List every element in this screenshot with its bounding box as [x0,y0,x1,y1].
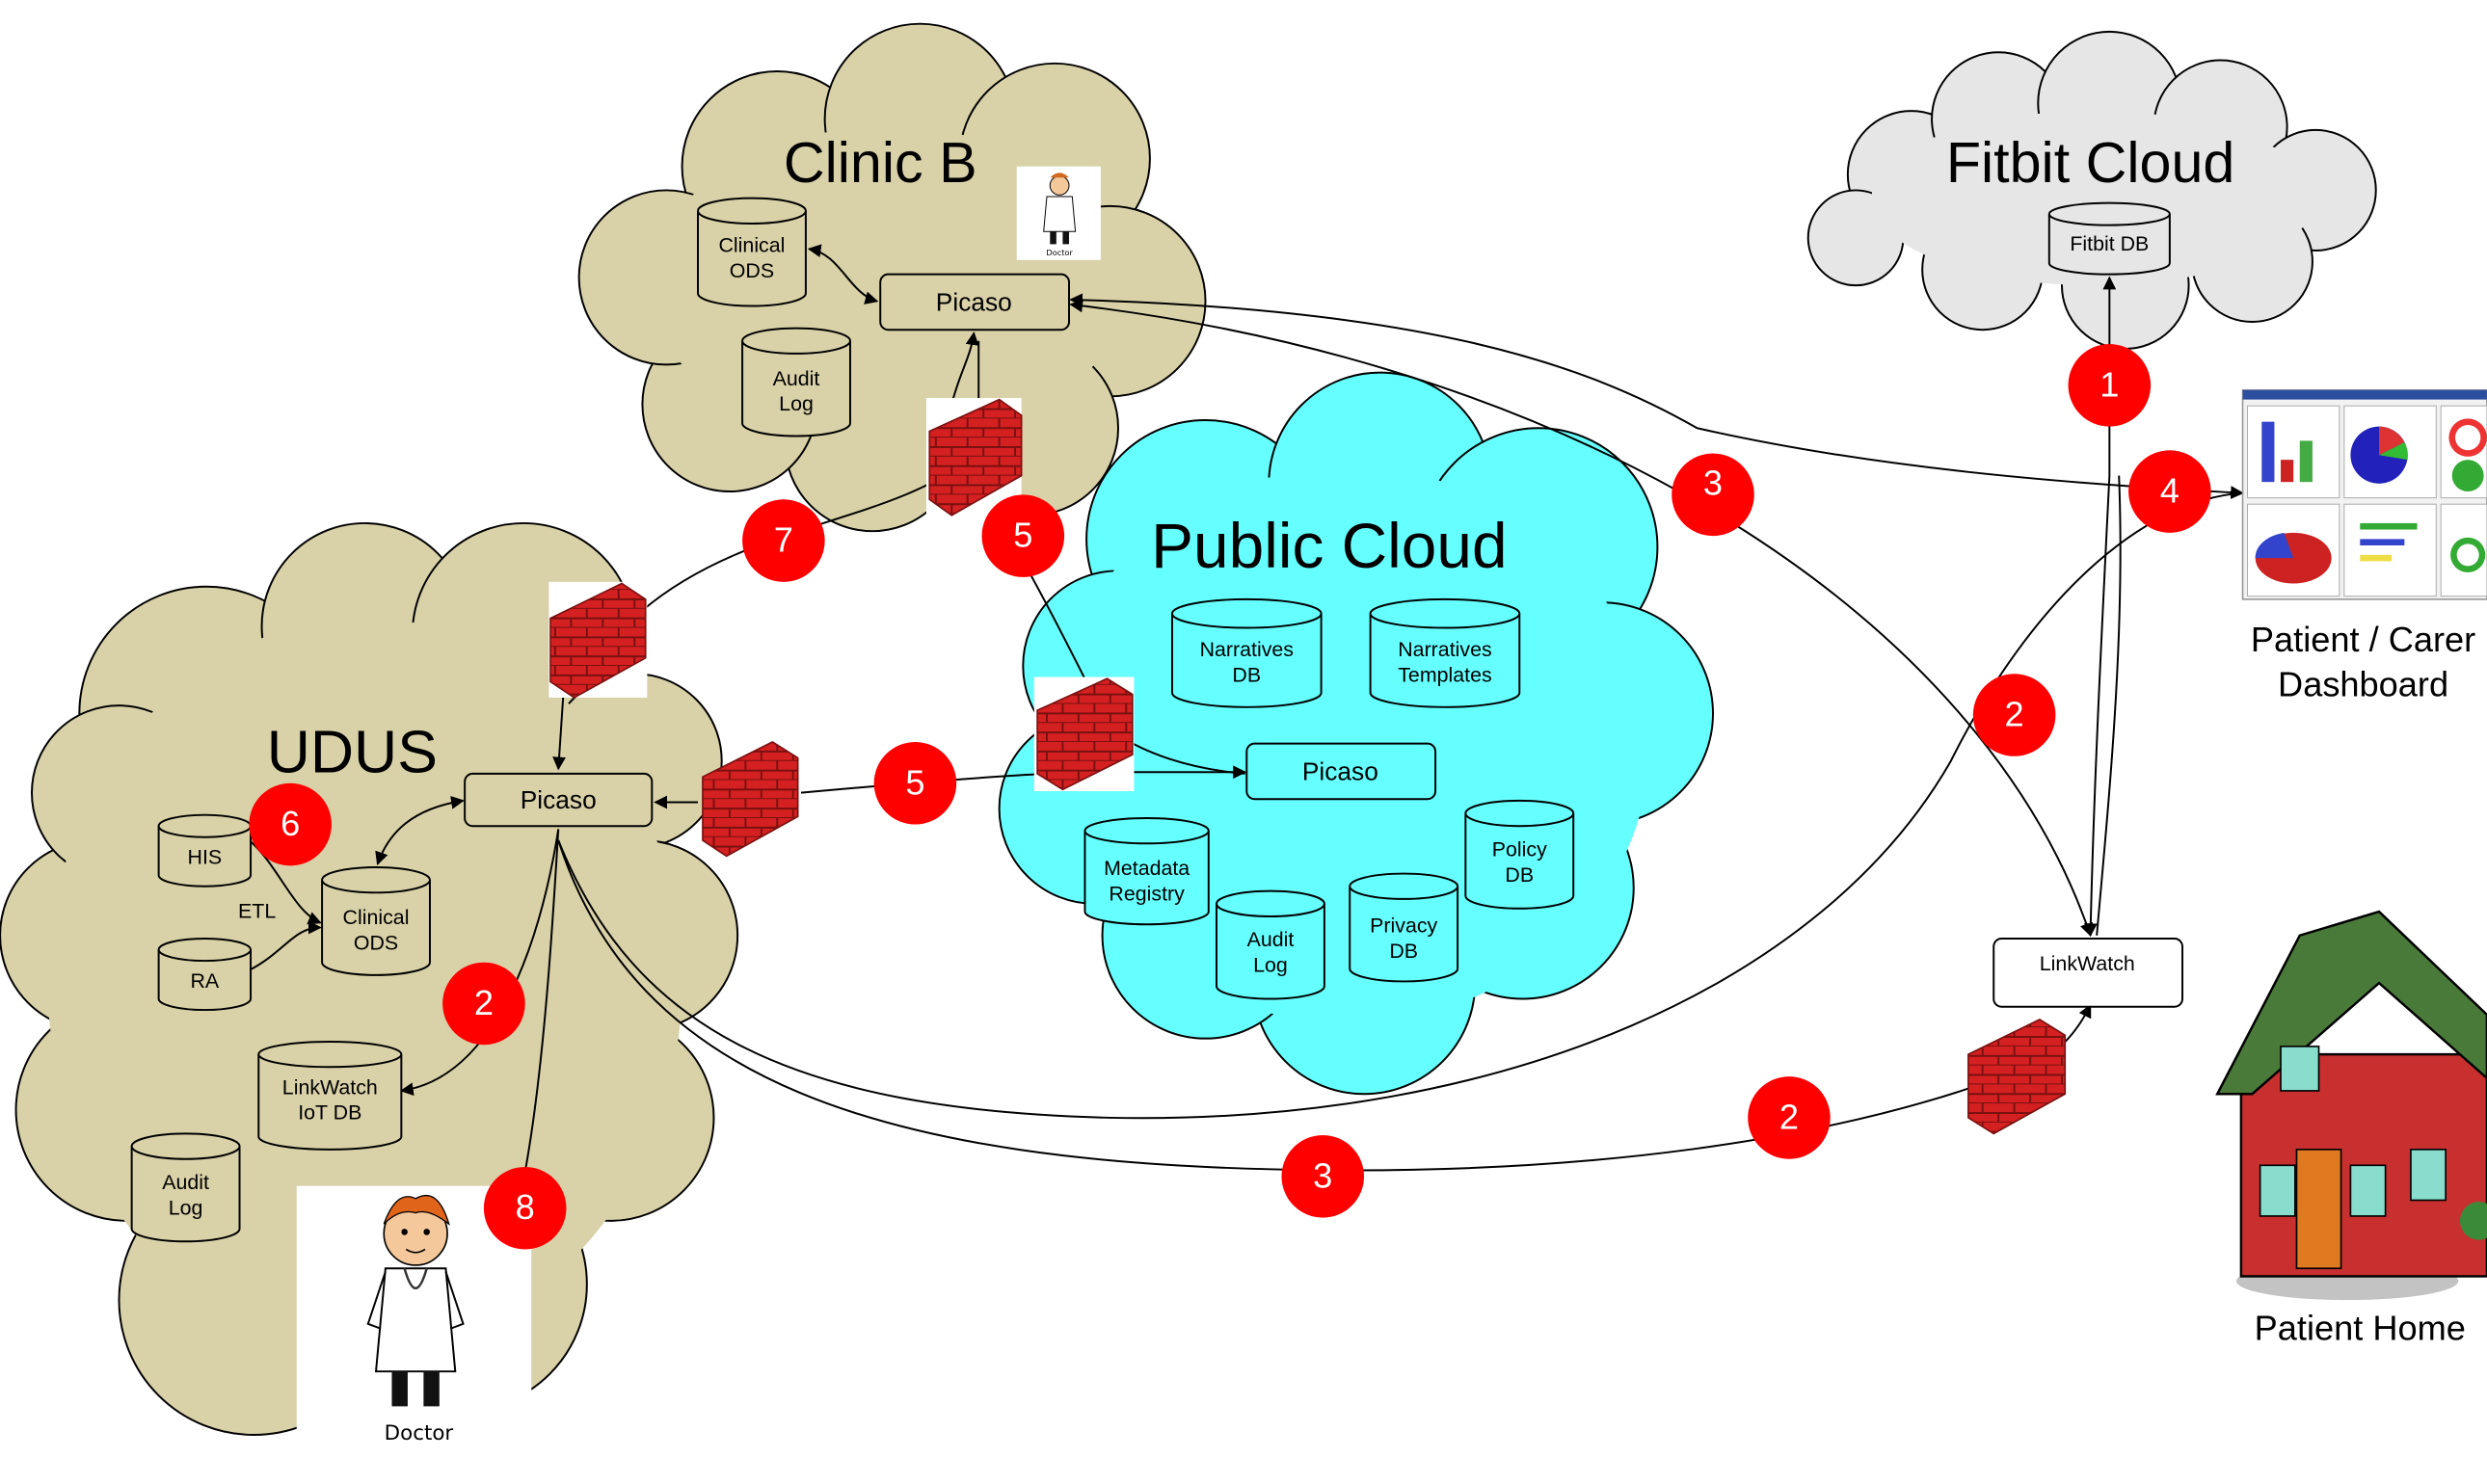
ra-label: RA [190,969,219,993]
privacy-db-label-1: Privacy [1370,914,1437,937]
marker-label: 1 [2099,364,2119,404]
marker-label: 3 [1313,1155,1332,1195]
public-audit-label-1: Audit [1247,928,1295,951]
step-marker: 2 [1972,674,2056,756]
step-marker: 5 [873,742,957,825]
policy-db-label-2: DB [1505,863,1534,887]
privacy-db-label-2: DB [1389,940,1418,963]
clinic-b-audit-label-2: Log [779,392,814,415]
udus-ods-label-2: ODS [354,932,398,955]
fitbit-db-label: Fitbit DB [2070,232,2149,255]
marker-label: 4 [2160,471,2179,511]
linkwatch-iot-db: LinkWatch IoT DB [257,1040,403,1151]
udus-audit-label-2: Log [169,1196,203,1219]
udus-ods-label-1: Clinical [343,906,410,929]
firewall-linkwatch [1967,1018,2067,1135]
clinic-b-doctor-icon: Doctor [1016,166,1101,260]
dashboard-label-1: Patient / Carer [2251,620,2475,659]
his-db: HIS [157,813,253,888]
clinic-b-ods-label-2: ODS [730,259,774,282]
clinic-b-title: Clinic B [784,130,977,195]
firewall-public-cloud [1033,676,1135,792]
metadata-registry-label-1: Metadata [1104,857,1190,880]
udus-title: UDUS [267,718,438,785]
marker-label: 5 [905,762,924,802]
step-marker: 2 [442,962,525,1046]
narratives-templates-label-1: Narratives [1398,638,1491,661]
marker-label: 5 [1013,516,1032,555]
policy-db-label-1: Policy [1492,837,1547,861]
marker-label: 2 [2005,695,2024,734]
udus-clinical-ods-db: Clinical ODS [321,865,431,976]
patient-home-label: Patient Home [2255,1308,2466,1347]
clinic-b-picaso-label: Picaso [936,287,1012,316]
fitbit-db: Fitbit DB [2047,201,2171,276]
step-marker: 2 [1748,1076,1831,1159]
clinic-b-clinical-ods-db: Clinical ODS [697,197,807,307]
patient-home-icon [2215,910,2487,1301]
udus-audit-label-1: Audit [162,1171,209,1194]
udus-picaso-box: Picaso [464,772,654,828]
narratives-db-label-1: Narratives [1200,638,1294,661]
clinic-b-audit-label-1: Audit [773,367,820,390]
step-marker: 6 [249,782,332,866]
step-marker: 8 [483,1166,567,1250]
public-cloud-title: Public Cloud [1151,510,1507,581]
marker-label: 7 [774,520,793,560]
public-cloud-picaso-box: Picaso [1245,742,1437,801]
fitbit-cloud-title: Fitbit Cloud [1946,130,2235,195]
ra-db: RA [157,938,253,1012]
narratives-db: Narratives DB [1170,597,1323,708]
clinic-b-picaso-box: Picaso [879,273,1071,331]
clinic-b-audit-log-db: Audit Log [741,327,851,437]
marker-label: 2 [1779,1097,1799,1136]
dashboard-screenshot [2241,388,2487,600]
udus-doctor-caption: Doctor [385,1421,454,1445]
privacy-db: Privacy DB [1349,872,1459,983]
step-marker: 4 [2128,450,2211,533]
narratives-db-label-2: DB [1232,663,1261,686]
udus-picaso-label: Picaso [521,785,597,814]
marker-label: 3 [1703,463,1723,502]
his-label: HIS [188,846,223,869]
clinic-b-ods-label-1: Clinical [719,234,786,257]
step-marker: 3 [1671,453,1754,537]
udus-doctor-icon: Doctor [296,1185,532,1449]
step-marker: 1 [2068,344,2152,427]
firewall-clinic-b [925,397,1023,517]
linkwatch-label: LinkWatch [2040,952,2135,975]
firewall-udus-top [548,581,648,699]
policy-db: Policy DB [1464,799,1575,910]
marker-label: 2 [474,983,494,1022]
clinic-b-doctor-caption: Doctor [1046,248,1073,257]
step-marker: 3 [1281,1135,1365,1218]
etl-label: ETL [238,900,276,923]
metadata-registry-db: Metadata Registry [1083,816,1210,926]
linkwatch-iot-label-1: LinkWatch [282,1075,378,1099]
step-marker: 7 [742,499,825,582]
narratives-templates-db: Narratives Templates [1369,597,1521,708]
public-cloud-audit-log-db: Audit Log [1216,889,1325,1000]
linkwatch-iot-label-2: IoT DB [298,1101,361,1125]
step-marker: 5 [981,494,1065,577]
marker-label: 6 [281,804,300,843]
firewall-udus-public [702,741,799,858]
dashboard-label-2: Dashboard [2278,664,2448,703]
public-cloud-picaso-label: Picaso [1302,756,1378,785]
narratives-templates-label-2: Templates [1398,663,1491,686]
linkwatch-box: LinkWatch [1992,938,2184,1008]
public-audit-label-2: Log [1253,954,1288,977]
metadata-registry-label-2: Registry [1109,883,1185,906]
udus-audit-log-db: Audit Log [130,1132,241,1243]
marker-label: 8 [516,1187,535,1227]
